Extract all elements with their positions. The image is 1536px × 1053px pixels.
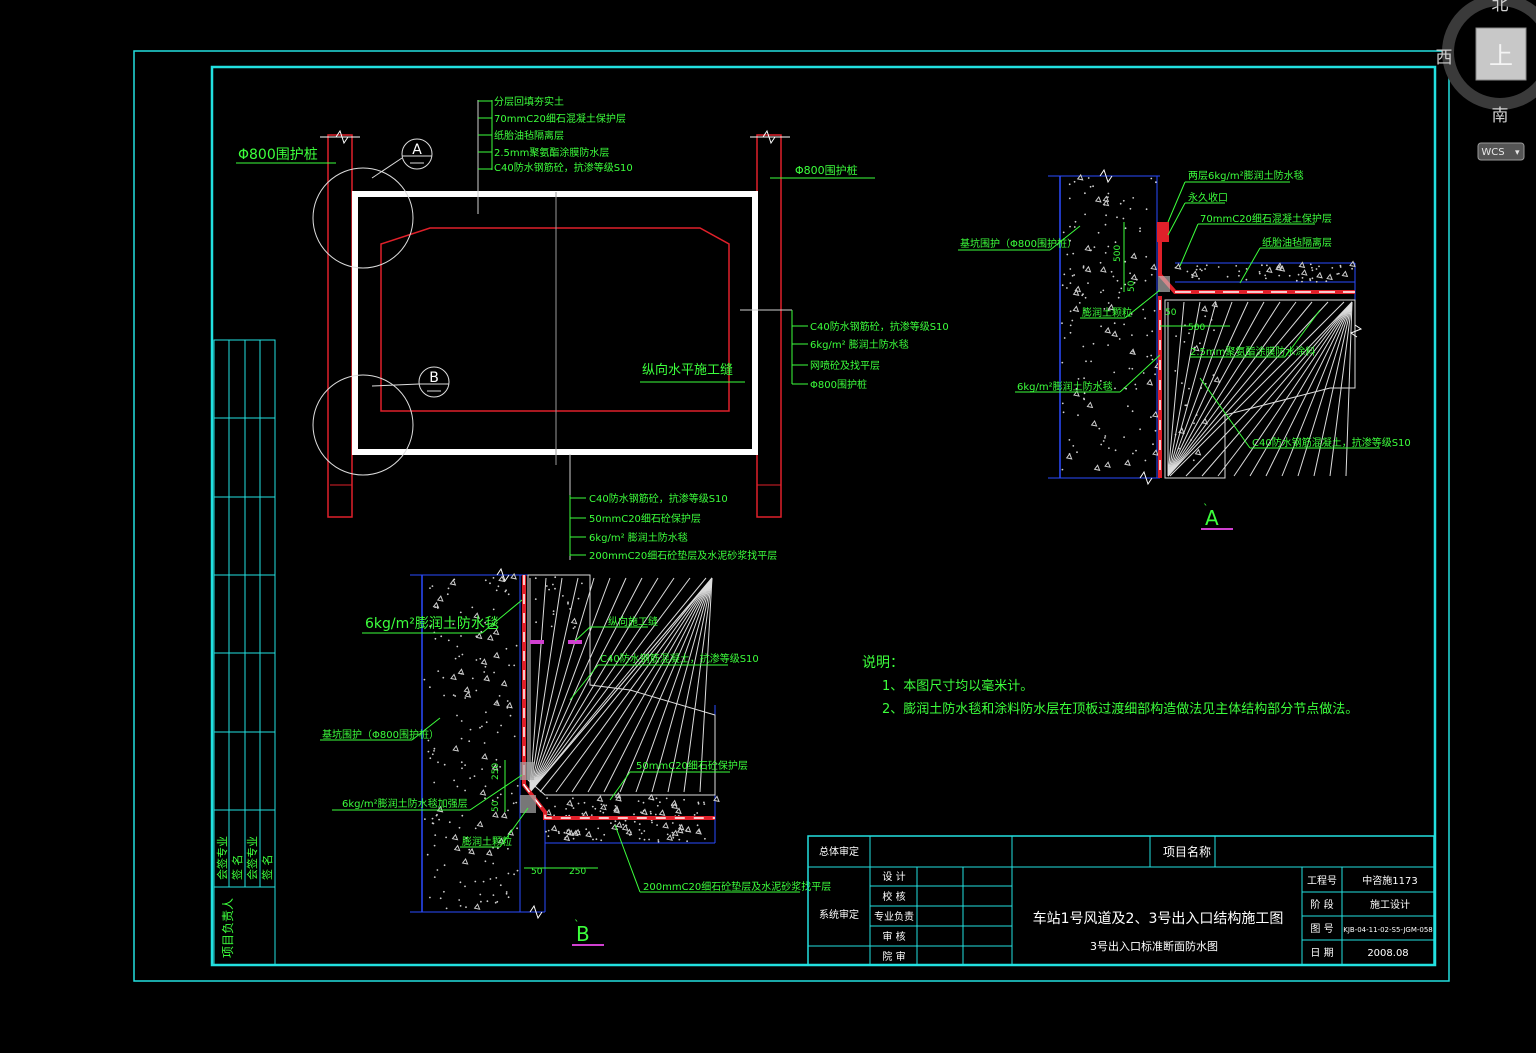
svg-text:`: `	[574, 918, 580, 931]
outer-frame	[133, 50, 1450, 982]
detail-b-dim-2: 50	[491, 800, 501, 812]
detail-a-label: A	[1205, 506, 1219, 530]
plan-marker-b: B	[429, 370, 439, 386]
detail-b-callout-4: 基坑围护（Φ800围护桩）	[322, 728, 439, 741]
viewcube-north[interactable]: 北	[1492, 0, 1509, 15]
plan-pile-right: Φ800围护桩	[795, 163, 858, 177]
notes: 说明： 1、本图尺寸均以毫米计。 2、膨润土防水毯和涂料防水层在顶板过渡细部构造…	[862, 655, 1358, 717]
plan-bottom-callout-1: C40防水钢筋砼，抗渗等级S10	[589, 492, 728, 505]
svg-text:`: `	[1203, 502, 1209, 515]
wcs-label[interactable]: WCS	[1481, 147, 1504, 158]
detail-b-callout-3: C40防水钢筋混凝土，抗渗等级S10	[600, 652, 759, 665]
plan-marker-a: A	[412, 142, 422, 158]
tb-role-2: 校 核	[882, 890, 905, 903]
detail-b-callout-6: 6kg/m²膨润土防水毯加强层	[342, 797, 468, 810]
plan-joint: 纵向水平施工缝	[642, 362, 733, 378]
strip-col1: 会签专业	[215, 836, 229, 880]
plan-right-callout-1: C40防水钢筋砼，抗渗等级S10	[810, 320, 949, 333]
detail-a-callout-2: 永久收口	[1188, 191, 1228, 204]
view-cube[interactable]: 上 北 南 西 WCS ▾	[1436, 0, 1536, 161]
detail-a-dim-4: 500	[1188, 323, 1205, 333]
strip-col2b: 签 名	[260, 855, 274, 881]
detail-b-dim-4: 250	[569, 867, 586, 877]
tb-role-1: 设 计	[882, 870, 905, 883]
tb-role-4: 审 核	[882, 930, 905, 943]
tb-role-5: 院 审	[882, 950, 905, 963]
left-sign-strip: 会签专业 签 名 会签专业 签 名 项目负责人	[213, 339, 276, 966]
notes-item-2: 2、膨润土防水毯和涂料防水层在顶板过渡细部构造做法见主体结构部分节点做法。	[882, 701, 1358, 717]
plan-right-callout-3: 网喷砼及找平层	[810, 359, 880, 372]
inner-frame	[210, 65, 1437, 967]
tb-project-name-label: 项目名称	[1163, 844, 1211, 859]
tb-field-label-1: 工程号	[1307, 875, 1337, 887]
detail-a-callout-9: C40防水钢筋混凝土，抗渗等级S10	[1252, 436, 1411, 449]
viewcube-south[interactable]: 南	[1492, 106, 1509, 126]
viewcube-top-face[interactable]: 上	[1489, 42, 1513, 70]
plan-right-callout-4: Φ800围护桩	[810, 378, 867, 391]
tb-field-value-4: 2008.08	[1367, 948, 1408, 959]
detail-a-callout-3: 70mmC20细石混凝土保护层	[1200, 212, 1332, 225]
tb-title-main: 车站1号风道及2、3号出入口结构施工图	[1033, 910, 1284, 927]
detail-b-label: B	[576, 922, 590, 946]
detail-a-callout-7: 2.5mm聚氨酯涂膜防水涂料	[1190, 345, 1315, 358]
tb-field-value-3: KJB-04-11-02-S5-JGM-058	[1343, 926, 1433, 934]
detail-a: 500 50 50 500 两层6kg/m²膨润土防水毯 永久收口 70mmC2…	[958, 168, 1411, 530]
tb-review-system: 系统审定	[819, 908, 859, 921]
detail-b: 250 50 50 250 6kg/m²膨润土防水毯 纵向施工缝 C40防水钢筋…	[320, 567, 831, 946]
tb-field-label-3: 图 号	[1310, 923, 1333, 935]
detail-b-callout-1: 6kg/m²膨润土防水毯	[365, 615, 499, 632]
tb-field-value-1: 中咨施1173	[1362, 874, 1417, 887]
detail-a-callout-8: 6kg/m²膨润土防水毯	[1017, 380, 1113, 393]
detail-a-callout-5: 基坑围护（Φ800围护桩）	[960, 237, 1077, 250]
plan-bottom-callout-4: 200mmC20细石砼垫层及水泥砂浆找平层	[589, 549, 777, 562]
tb-review-total: 总体审定	[819, 845, 859, 858]
plan-right-callout-2: 6kg/m² 膨润土防水毯	[810, 338, 909, 351]
detail-a-callout-1: 两层6kg/m²膨润土防水毯	[1188, 169, 1304, 182]
detail-b-dim-1: 250	[491, 763, 501, 780]
detail-a-callout-6: 膨润土颗粒	[1082, 306, 1132, 319]
plan-top-callout-1: 分层回填夯实土	[494, 95, 564, 108]
detail-b-callout-5: 50mmC20细石砼保护层	[636, 759, 748, 772]
detail-b-callout-2: 纵向施工缝	[608, 615, 658, 628]
strip-col2: 会签专业	[245, 836, 259, 880]
plan-pile-left: Φ800围护桩	[238, 146, 318, 163]
detail-b-callout-8: 200mmC20细石砼垫层及水泥砂浆找平层	[643, 880, 831, 893]
tb-field-value-2: 施工设计	[1370, 898, 1410, 911]
title-block: 总体审定 系统审定 设 计 校 核 专业负责 审 核 院 审 项目名称 车站1号…	[807, 835, 1435, 966]
tb-role-3: 专业负责	[874, 910, 914, 923]
tb-title-sub: 3号出入口标准断面防水图	[1090, 939, 1218, 953]
viewcube-west[interactable]: 西	[1436, 48, 1453, 68]
notes-heading: 说明：	[862, 655, 904, 671]
tb-field-label-2: 阶 段	[1310, 898, 1333, 911]
plan-section: A B Φ800围护桩 Φ800围护桩 纵向水平施工缝 分层回填夯实土 70mm…	[236, 95, 949, 562]
strip-bottom: 项目负责人	[221, 898, 235, 958]
plan-top-callout-4: 2.5mm聚氨酯涂膜防水层	[494, 146, 609, 159]
plan-bottom-callout-2: 50mmC20细石砼保护层	[589, 512, 701, 525]
svg-text:▾: ▾	[1515, 148, 1520, 158]
tb-field-label-4: 日 期	[1310, 947, 1333, 959]
detail-a-callout-4: 纸胎油毡隔离层	[1262, 236, 1332, 249]
detail-a-dim-3: 50	[1165, 308, 1177, 318]
detail-b-callout-7: 膨润土颗粒	[462, 835, 512, 848]
strip-col1b: 签 名	[230, 855, 244, 881]
plan-top-callout-2: 70mmC20细石混凝土保护层	[494, 112, 626, 125]
detail-a-dim-2: 50	[1127, 280, 1137, 292]
plan-bottom-callout-3: 6kg/m² 膨润土防水毯	[589, 531, 688, 544]
detail-a-dim-1: 500	[1113, 245, 1123, 262]
plan-top-callout-5: C40防水钢筋砼，抗渗等级S10	[494, 161, 633, 174]
detail-b-dim-3: 50	[531, 867, 543, 877]
plan-top-callout-3: 纸胎油毡隔离层	[494, 129, 564, 142]
notes-item-1: 1、本图尺寸均以毫米计。	[882, 678, 1033, 694]
